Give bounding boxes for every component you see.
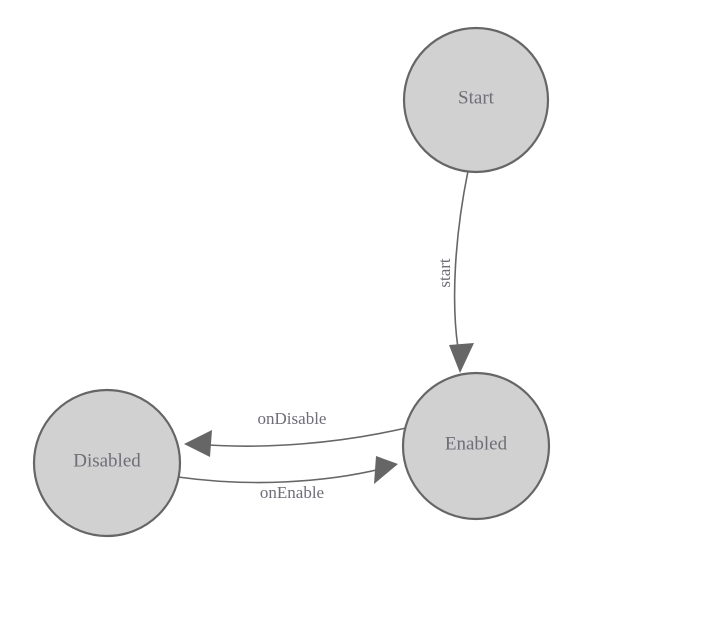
edge-label-start: start — [435, 258, 454, 288]
edge-start-to-enabled-arrowhead — [449, 343, 474, 373]
node-enabled-circle — [401, 371, 551, 521]
node-start-label: Start — [458, 87, 495, 108]
node-enabled[interactable]: Enabled — [401, 371, 551, 521]
edge-label-on-enable: onEnable — [260, 483, 324, 502]
edge-enabled-to-disabled-arrowhead — [184, 430, 212, 457]
edge-start-to-enabled[interactable]: start — [435, 170, 474, 373]
edge-enabled-to-disabled[interactable]: onDisable — [184, 409, 407, 457]
node-start[interactable]: Start — [402, 26, 550, 174]
node-start-circle — [402, 26, 550, 174]
edge-start-to-enabled-line — [453, 170, 469, 349]
edge-enabled-to-disabled-line — [195, 427, 407, 447]
node-disabled-circle — [32, 388, 182, 538]
edge-disabled-to-enabled-arrowhead — [374, 456, 398, 484]
node-enabled-label: Enabled — [445, 433, 508, 454]
node-disabled-label: Disabled — [73, 450, 141, 471]
edge-disabled-to-enabled[interactable]: onEnable — [177, 456, 398, 502]
node-disabled[interactable]: Disabled — [32, 388, 182, 538]
edge-disabled-to-enabled-line — [177, 467, 386, 484]
edge-label-on-disable: onDisable — [258, 409, 327, 428]
